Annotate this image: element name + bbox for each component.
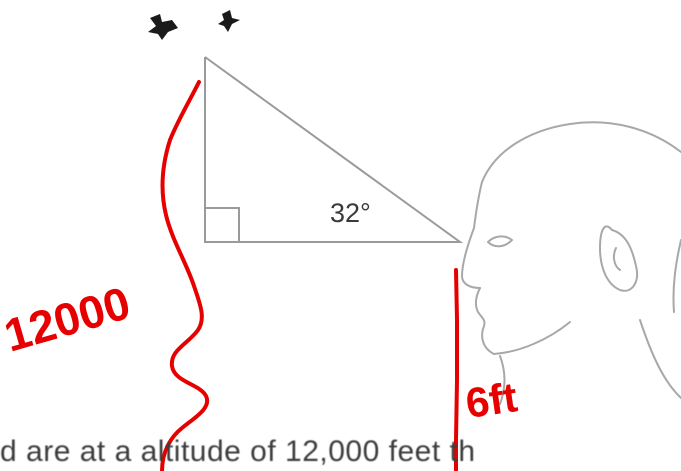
bird-icon-small bbox=[218, 10, 240, 32]
caption-text-fragment: d are at a altitude of 12,000 feet th bbox=[0, 435, 476, 468]
altitude-annotation: 12000 bbox=[0, 276, 136, 361]
altitude-hand-line bbox=[160, 80, 210, 471]
bird-icon bbox=[148, 14, 178, 40]
angle-label: 32° bbox=[330, 198, 371, 228]
person-head-outline bbox=[461, 121, 681, 405]
eye-height-annotation: 6ft bbox=[463, 373, 520, 427]
right-triangle bbox=[204, 56, 464, 243]
right-angle-marker bbox=[205, 207, 240, 242]
eye-height-hand-line bbox=[454, 268, 459, 471]
